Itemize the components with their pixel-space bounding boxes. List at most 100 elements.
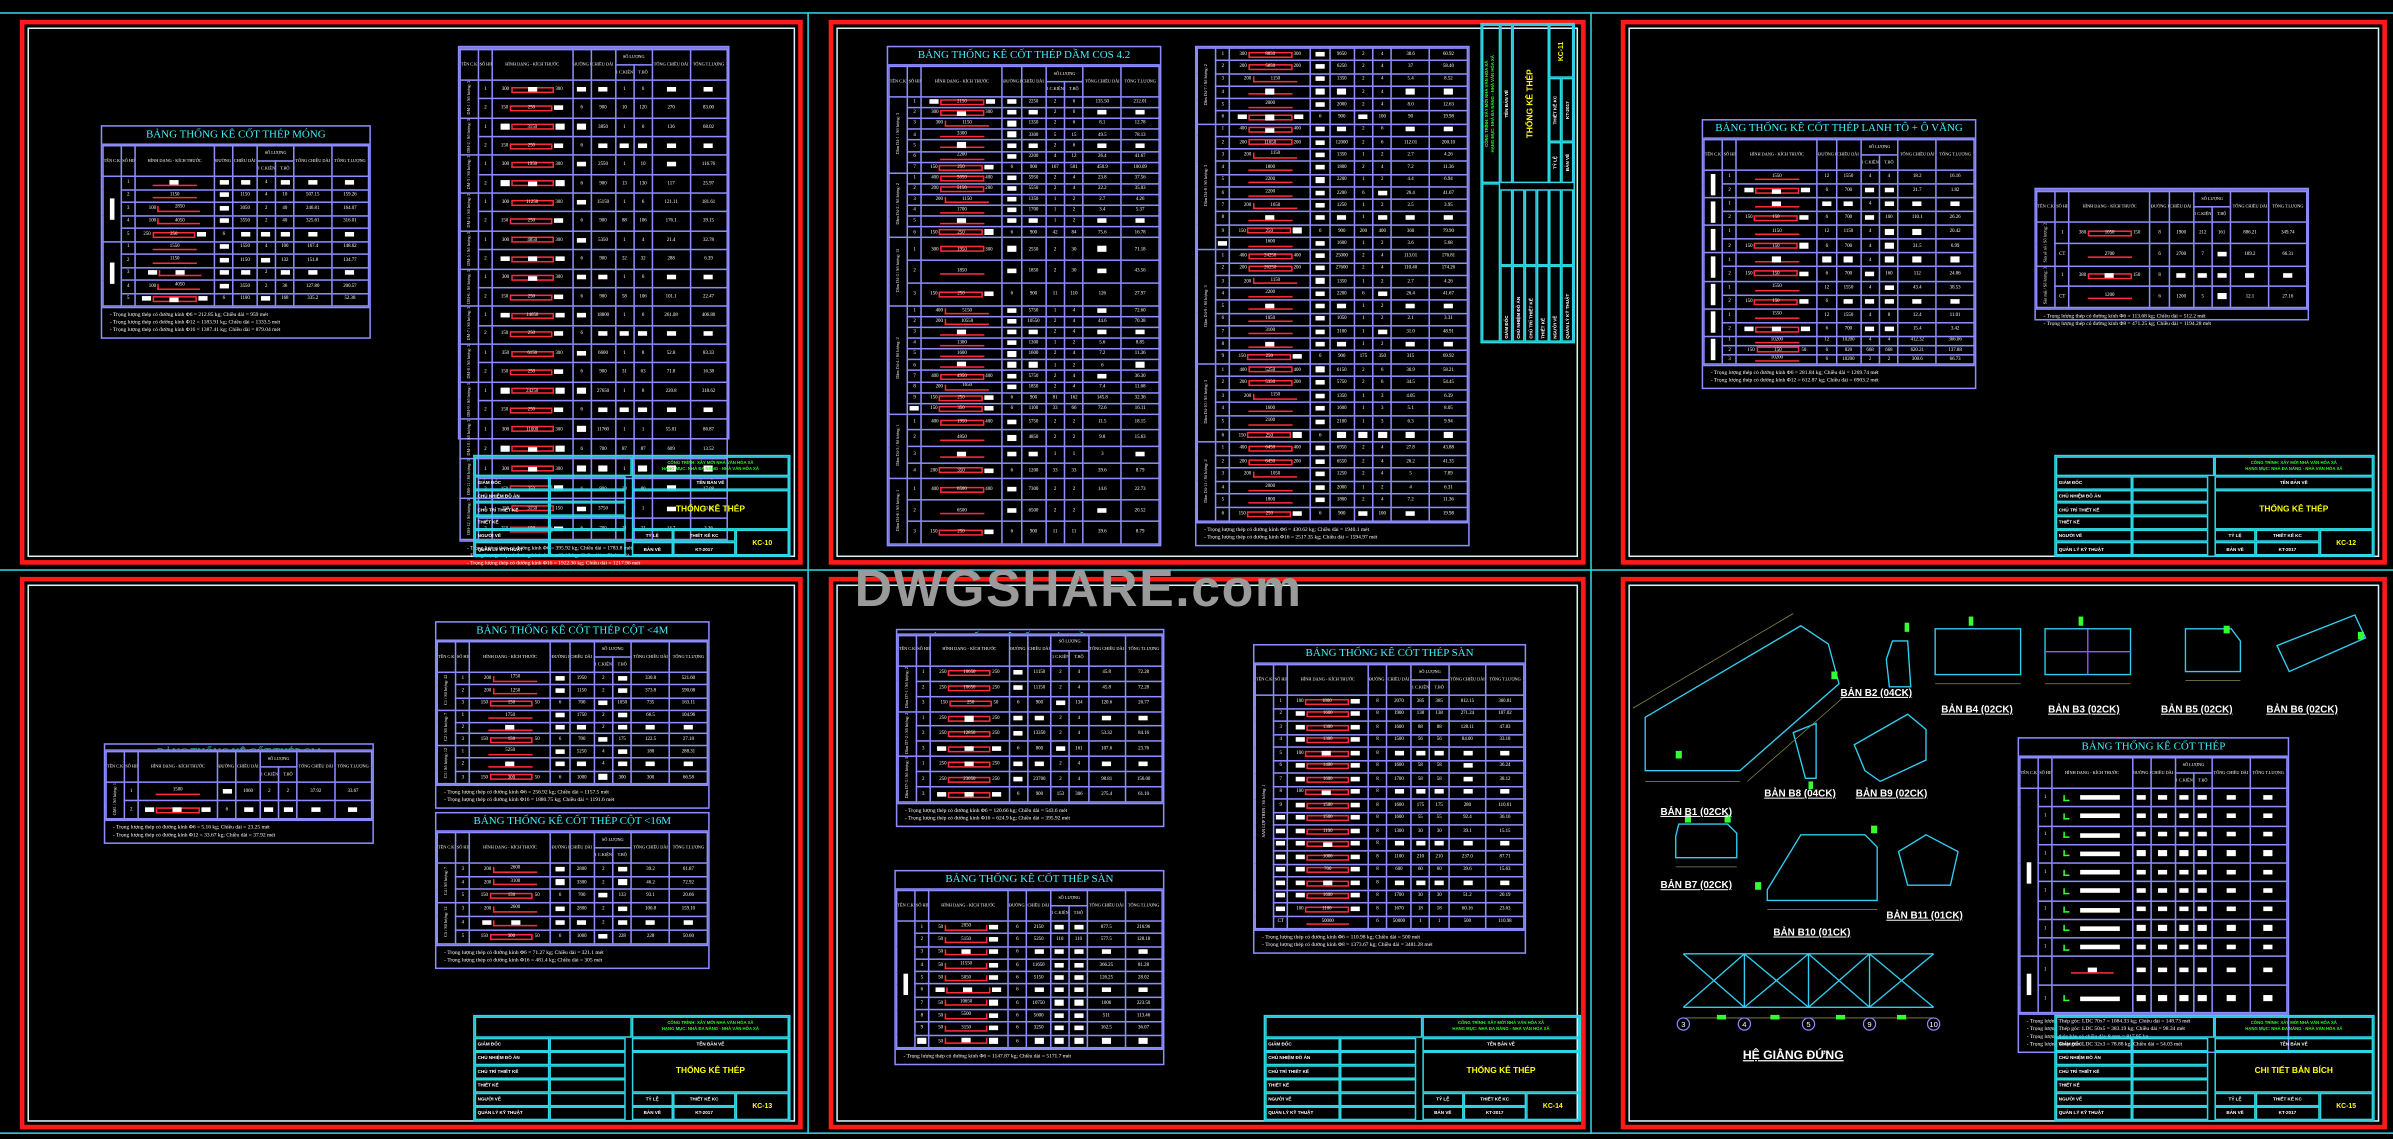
cell-value: 42 [1052, 228, 1058, 235]
cell-value: 5.4 [1407, 75, 1414, 82]
rebar-table-dam-cos73[interactable]: BẢNG THỐNG KÊ CỐT THÉP DẦM COS 7.3TÊN C.… [895, 628, 1165, 828]
cell-value: 700 [1844, 241, 1853, 249]
bar-dim-left: 300 [931, 108, 939, 116]
sheet-frame-4[interactable] [19, 576, 803, 1130]
header-dk: ĐƯỜNG KÍNH [215, 158, 231, 163]
header-tcd: TỔNG CHIỀU DÀI [653, 62, 689, 67]
cell-value: 27.8 [1406, 444, 1415, 451]
cell-value: 18.15 [1134, 417, 1146, 425]
redacted-block [1799, 243, 1809, 249]
bar-dim-left: 150 [500, 292, 509, 299]
redacted-block [598, 933, 608, 939]
plate-b7-outline [1675, 823, 1738, 859]
signature-field [550, 1050, 626, 1065]
bar-dim-main: 6150 [527, 349, 538, 356]
bar-dim-right: 300 [1293, 50, 1301, 57]
bar-number: 1 [1728, 228, 1731, 235]
redacted-block [1028, 329, 1039, 335]
redacted-block [1405, 215, 1416, 221]
redacted-block [1055, 975, 1065, 980]
redacted-block [2158, 925, 2168, 931]
table-title: BẢNG THỐNG KÊ CỐT THÉP DM [459, 47, 728, 49]
redacted-block [2198, 888, 2208, 893]
sheet-frame-5[interactable] [828, 576, 1586, 1130]
redacted-block [2136, 944, 2146, 950]
cell-value: 37.92 [310, 787, 322, 794]
bar-dim-main: 50000 [1321, 917, 1334, 924]
cell-value: 6.3 [1407, 418, 1414, 425]
bar-dim-left: 250 [939, 729, 947, 736]
rebar-table-gm[interactable]: BẢNG THỐNG KÊ CỐT THÉP GMTÊN C.KIỆNSỐ HI… [103, 743, 374, 844]
header-hinh: HÌNH DẠNG - KÍCH THƯỚC [941, 903, 996, 908]
cell-value: 106 [639, 217, 647, 224]
bar-number: 2 [484, 405, 487, 412]
redacted-block [555, 675, 565, 681]
cell-value: 8 [2158, 271, 2161, 278]
cell-value: 45.8 [1102, 684, 1111, 691]
redacted-block [505, 724, 515, 730]
header-hinh: HÌNH DẠNG - KÍCH THƯỚC [934, 78, 989, 84]
cell-value: 36 [282, 282, 288, 289]
header-tcd: TỔNG CHIỀU DÀI [633, 654, 668, 659]
bar-number: 2 [1221, 138, 1225, 145]
bar-shape [931, 788, 1007, 800]
signature-role: NGƯỜI VẼ [2058, 532, 2083, 539]
redacted-block [200, 806, 210, 812]
cell-value: 318.62 [701, 386, 716, 393]
sheet-frame-6[interactable] [1620, 576, 2387, 1130]
cell-value: 3550 [240, 217, 250, 224]
bar-number: 7 [1221, 201, 1225, 208]
drawing-name-label: TÊN BẢN VẼ [1487, 1041, 1515, 1048]
redacted-block [2136, 925, 2146, 931]
cell-value: 2 [1053, 350, 1057, 357]
bar-dim-main: 23050 [963, 774, 976, 782]
plate-label: BẢN B3 (02CK) [2048, 704, 2120, 716]
angle-steel-icon [2063, 850, 2071, 857]
cell-value: 33 [1052, 404, 1058, 411]
sheet-frame-2[interactable] [828, 19, 1586, 565]
redacted-block [577, 161, 587, 167]
cell-value: 6 [1010, 466, 1014, 473]
redacted-block [308, 179, 318, 185]
redacted-block [598, 143, 608, 148]
redacted-block [240, 179, 250, 185]
sheet-frame-3[interactable] [1620, 19, 2387, 565]
bar-dim-main: 5150 [962, 306, 972, 313]
redacted-block [1034, 715, 1044, 721]
redacted-block [984, 164, 994, 170]
sheet-inner-border [1628, 584, 2380, 1122]
signature-role: CHỦ NHIỆM ĐỒ ÁN [2058, 492, 2101, 500]
cell-value: 83.00 [703, 104, 714, 111]
bar-number: 2 [913, 184, 916, 191]
redacted-block [527, 466, 537, 472]
bar-shape: 1500 [1289, 800, 1367, 810]
table-notes: - Trọng lượng thép có đường kính Φ6 = 43… [1196, 521, 1469, 545]
bar-shape: 50000 [1289, 917, 1367, 927]
header-sl: SỐ LƯỢNG [1058, 640, 1081, 645]
redacted-block [1337, 341, 1347, 347]
header-ten: TÊN C.KIỆN [438, 845, 455, 850]
sheet-frame-1[interactable] [19, 19, 803, 565]
bar-dim-left: 100 [1296, 749, 1304, 756]
header-dk: ĐƯỜNG KÍNH [551, 654, 568, 659]
cell-value: 58.21 [1442, 365, 1454, 372]
bar-number: 2 [484, 141, 487, 148]
